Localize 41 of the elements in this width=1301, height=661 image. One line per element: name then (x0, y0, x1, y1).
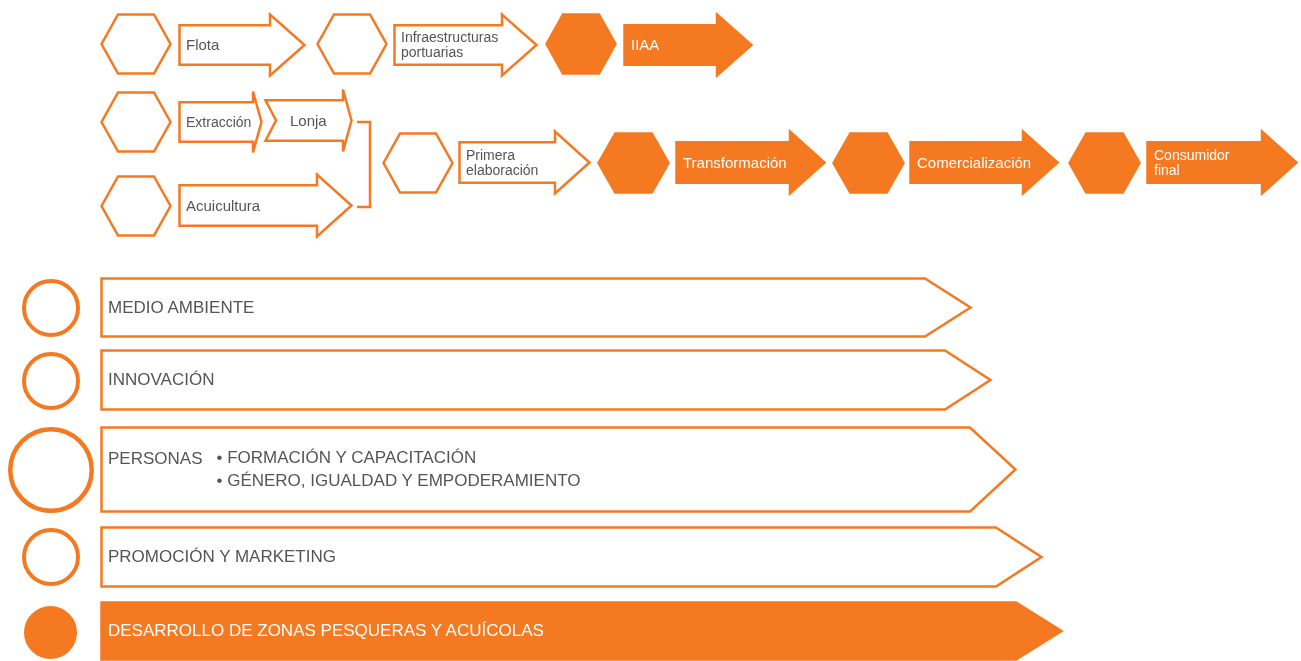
arrow-shape (178, 173, 353, 238)
arrow-label: Primera elaboración (466, 147, 540, 178)
arrow-label: INNOVACIÓN (108, 371, 215, 389)
circle-marker (22, 352, 80, 410)
arrow-label: Consumidor final (1154, 147, 1231, 178)
arrow-label: Acuicultura (186, 197, 261, 214)
hexagon-shape (100, 175, 172, 237)
bullet-item: • FORMACIÓN Y CAPACITACIÓN (216, 446, 478, 469)
arrow-label: Transformación (683, 154, 787, 171)
arrow-label: Comercialización (917, 154, 1032, 171)
circle-marker (8, 427, 94, 513)
hexagon-shape (832, 132, 905, 194)
hexagon-shape (316, 13, 388, 75)
chevron-arrow-shape (264, 88, 353, 153)
hexagon-shape (1068, 132, 1141, 194)
arrow-label: Extracción (186, 114, 252, 130)
arrow-shape (623, 13, 753, 77)
hexagon-shape (100, 91, 172, 153)
arrow-label: Infraestructuras portuarias (401, 30, 500, 60)
arrow-label: IIAA (631, 37, 660, 53)
arrow-shape (178, 90, 263, 154)
hexagon-shape (545, 13, 617, 75)
arrow-shape (909, 130, 1059, 195)
hexagon-shape (597, 132, 670, 194)
circle-marker (22, 279, 80, 337)
arrow-label: MEDIO AMBIENTE (108, 298, 255, 317)
arrow-shape (675, 130, 826, 195)
arrow-label: Lonja (290, 112, 327, 129)
arrow-shape (178, 13, 306, 77)
arrow-label: DESARROLLO DE ZONAS PESQUERAS Y ACUÍCOLAS (108, 622, 544, 640)
bullet-item: • GÉNERO, IGUALDAD Y EMPODERAMIENTO (216, 469, 581, 492)
arrow-label: PERSONAS (108, 450, 203, 468)
arrow-label: Flota (186, 37, 220, 53)
arrow-shape (1146, 130, 1298, 195)
arrow-label: PROMOCIÓN Y MARKETING (108, 548, 336, 566)
circle-marker (22, 528, 80, 586)
circle-marker (22, 604, 79, 661)
arrow-shape (458, 130, 591, 195)
arrow-shape (393, 13, 538, 77)
hexagon-shape (382, 132, 454, 194)
hexagon-shape (100, 13, 172, 75)
